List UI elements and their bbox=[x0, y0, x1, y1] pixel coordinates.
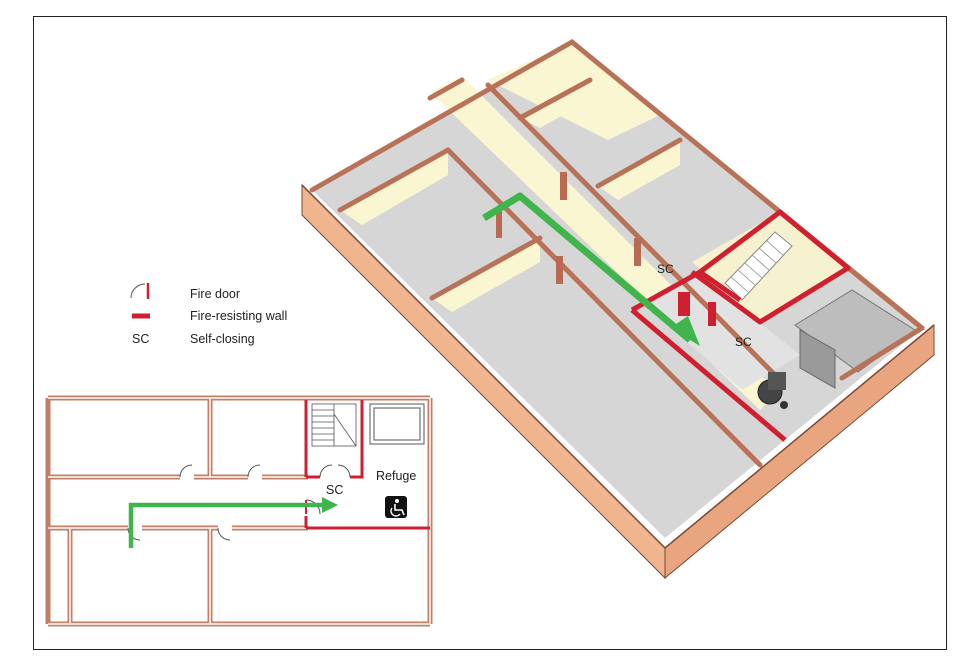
door-iso-3 bbox=[556, 256, 563, 284]
fire-door-icon bbox=[130, 283, 150, 299]
door-iso-1 bbox=[560, 172, 567, 200]
stairs-icon bbox=[724, 231, 793, 301]
isometric-building: SC SC bbox=[301, 38, 935, 580]
stair-treads bbox=[730, 239, 784, 293]
plan-refuge-label: Refuge bbox=[376, 469, 416, 483]
fire-door-iso-1 bbox=[678, 292, 690, 316]
outer-wall-edge bbox=[301, 184, 935, 550]
fire-door-iso-2 bbox=[708, 302, 716, 326]
legend-fire-door-label: Fire door bbox=[190, 287, 240, 301]
floor-plan: SC Refuge bbox=[45, 395, 433, 627]
legend-sc-code: SC bbox=[132, 332, 149, 346]
room-wall-face-2 bbox=[432, 238, 540, 312]
plan-stairs-icon bbox=[311, 403, 357, 447]
room-wall-face-1 bbox=[340, 150, 448, 225]
arrow-head-iso bbox=[670, 316, 700, 346]
iso-sc-label-lower: SC bbox=[735, 335, 752, 349]
lift-doors bbox=[799, 329, 836, 389]
plan-wall-inner bbox=[48, 397, 431, 625]
legend: Fire door Fire-resisting wall SC Self-cl… bbox=[130, 283, 287, 346]
plan-sc-label: SC bbox=[326, 483, 343, 497]
wheelchair-icon bbox=[757, 372, 788, 409]
escape-route-arrow-plan bbox=[128, 502, 326, 548]
plan-lift-icon bbox=[369, 403, 425, 445]
room-wall-face-3 bbox=[598, 140, 680, 200]
door-iso-4 bbox=[496, 208, 502, 238]
wheelchair-icon-plan bbox=[385, 496, 407, 518]
door-iso-2 bbox=[634, 238, 641, 266]
legend-fire-wall-label: Fire-resisting wall bbox=[190, 309, 287, 323]
fire-resisting-walls bbox=[630, 209, 851, 442]
escape-route-arrow-iso bbox=[482, 192, 693, 343]
legend-sc-label: Self-closing bbox=[190, 332, 255, 346]
iso-sc-label-upper: SC bbox=[657, 262, 674, 276]
plan-fire-walls bbox=[304, 400, 430, 530]
arrow-head-plan bbox=[322, 497, 338, 513]
